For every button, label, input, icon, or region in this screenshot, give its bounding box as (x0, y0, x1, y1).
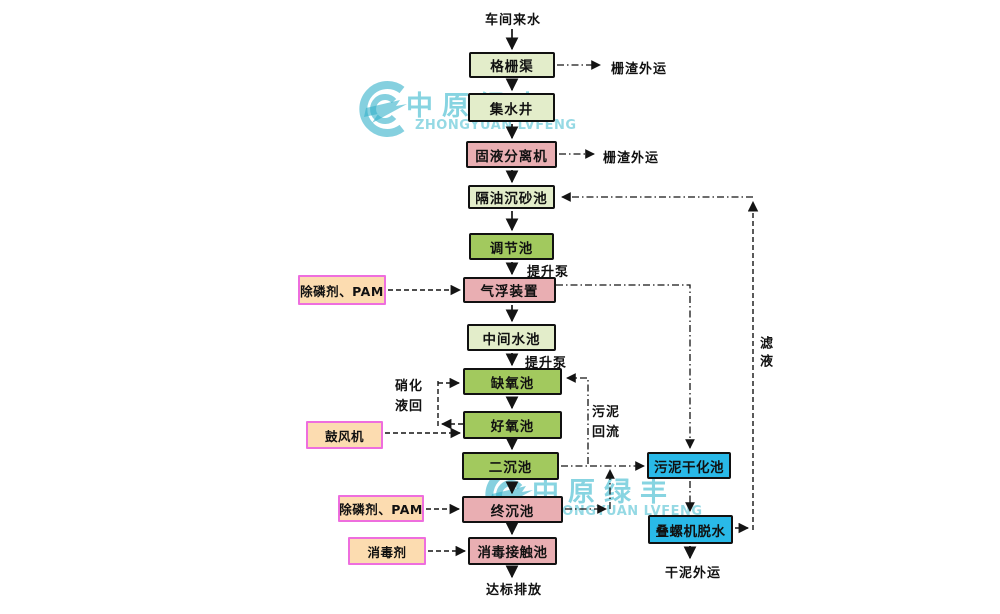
node-air-flotation: 气浮装置 (463, 277, 556, 303)
node-sludge-drying: 污泥干化池 (647, 452, 731, 479)
node-middle-tank: 中间水池 (467, 324, 556, 351)
node-regulating-tank: 调节池 (469, 233, 554, 260)
node-collect-well: 集水井 (468, 93, 555, 122)
node-blower: 鼓风机 (306, 421, 383, 449)
node-disinfectant: 消毒剂 (348, 537, 426, 565)
label-sludge-return-line2: 回流 (592, 425, 621, 440)
node-oil-grit-tank: 隔油沉砂池 (468, 185, 555, 209)
label-sludge-return-line1: 污泥 (592, 405, 621, 420)
label-sludge-return: 污泥 回流 (592, 403, 620, 443)
label-source: 车间来水 (485, 13, 542, 28)
node-final-sed: 终沉池 (462, 496, 563, 523)
label-dry-sludge-out: 干泥外运 (665, 566, 722, 581)
node-pam-dosing-1: 除磷剂、PAM (298, 275, 386, 305)
label-pump-2: 提升泵 (525, 356, 568, 371)
label-discharge: 达标排放 (486, 583, 543, 598)
label-nitrate-return: 硝化 液回 (395, 377, 423, 417)
edge-flotation-to-drying (556, 284, 695, 449)
label-nitrate-return-line1: 硝化 (395, 379, 424, 394)
node-screw-dewatering: 叠螺机脱水 (648, 515, 733, 544)
label-filtrate: 滤液 (757, 336, 772, 372)
label-nitrate-return-line2: 液回 (395, 399, 424, 414)
label-screenings-out-1: 栅渣外运 (611, 62, 668, 77)
node-anoxic-tank: 缺氧池 (463, 368, 562, 395)
node-separator: 固液分离机 (466, 141, 557, 168)
node-disinfect-contact: 消毒接触池 (468, 537, 557, 565)
node-pam-dosing-2: 除磷剂、PAM (338, 495, 424, 522)
node-grid-channel: 格栅渠 (469, 52, 555, 78)
label-pump-1: 提升泵 (527, 265, 570, 280)
node-secondary-sed: 二沉池 (462, 452, 559, 480)
node-aerobic-tank: 好氧池 (463, 411, 562, 439)
watermark-logo-icon (359, 81, 407, 137)
edge-sludge-return (566, 373, 589, 464)
label-screenings-out-2: 栅渣外运 (603, 151, 660, 166)
